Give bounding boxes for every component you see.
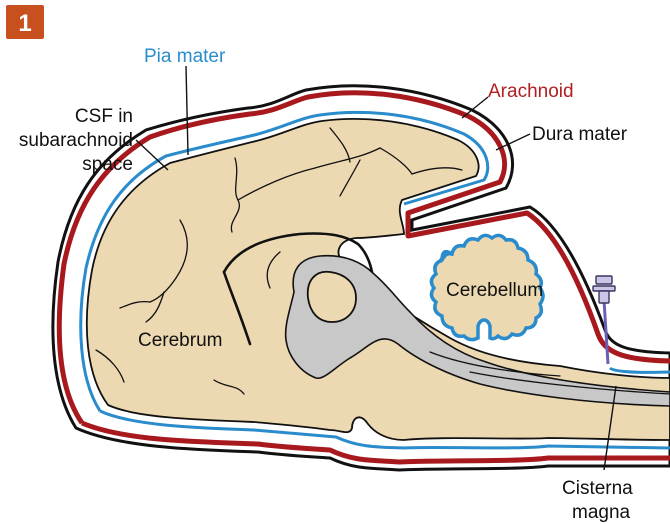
arachnoid-label: Arachnoid	[488, 81, 574, 102]
cerebrum-sulci	[95, 127, 463, 395]
cisterna-magna-label-line1: Cisterna	[562, 478, 633, 499]
cisterna-magna-leader	[603, 385, 617, 471]
pia-mater-layer	[79, 110, 670, 450]
cisterna-magna-label-line2: magna	[572, 502, 631, 523]
csf-label-line1: CSF in	[75, 106, 133, 127]
cerebrum-label: Cerebrum	[138, 330, 222, 351]
csf-label-line2: subarachnoid	[19, 130, 133, 151]
arachnoid-leader	[461, 96, 489, 119]
dura-mater-label: Dura mater	[532, 124, 628, 145]
central-canal-line	[469, 371, 670, 395]
cerebral-fissure	[222, 270, 252, 346]
pia-mater-leader	[185, 65, 189, 156]
csf-label-line3: space	[82, 154, 133, 175]
leader-lines	[135, 65, 617, 471]
brainstem-line	[429, 351, 561, 377]
pia-mater-label: Pia mater	[144, 46, 226, 67]
cerebellum-shape	[429, 233, 545, 342]
arachnoid-layer	[56, 90, 670, 465]
corpus-callosum	[222, 232, 374, 274]
ventricular-system	[284, 254, 670, 407]
panel-number-badge: 1	[6, 5, 44, 39]
csf-leader	[135, 139, 169, 171]
dura-mater-leader	[495, 133, 531, 151]
panel-number: 1	[18, 10, 31, 37]
spinal-needle-icon	[592, 275, 616, 365]
thalamus	[306, 270, 357, 323]
cerebellum-label: Cerebellum	[446, 280, 543, 301]
